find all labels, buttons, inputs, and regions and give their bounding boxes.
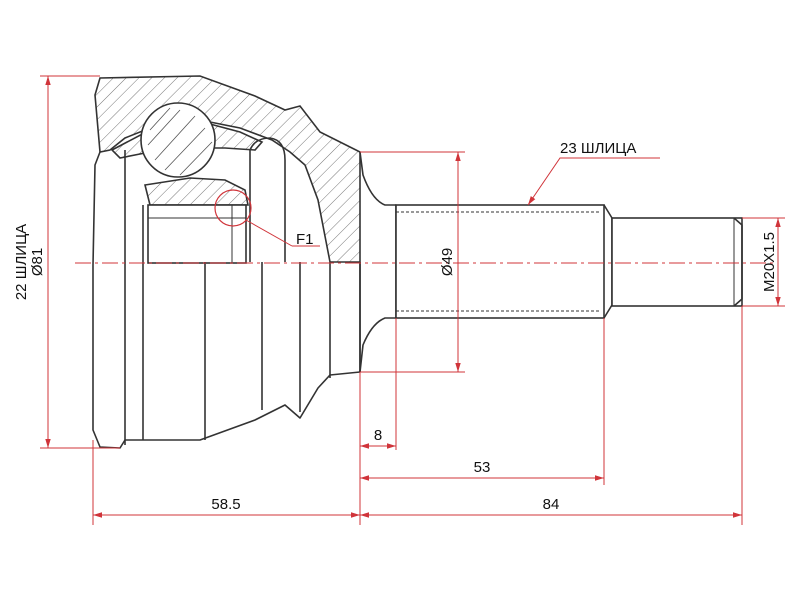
thread-label: M20X1.5 [761, 232, 778, 292]
shaft-diameter-label: Ø49 [439, 248, 456, 276]
shaft [359, 151, 743, 373]
outer-diameter-label: Ø81 [29, 248, 46, 276]
outer-splines-label: 22 ШЛИЦА [13, 224, 30, 300]
dimensions [40, 75, 785, 525]
inner-splines-label: 23 ШЛИЦА [560, 140, 636, 157]
housing-outline [92, 150, 361, 449]
length-shaft-label: 84 [543, 496, 560, 513]
length-collar-label: 8 [374, 427, 382, 444]
ball [140, 102, 216, 178]
cage [249, 137, 286, 262]
detail-circle [214, 189, 252, 227]
detail-label: F1 [296, 231, 314, 248]
length-bell-label: 58.5 [211, 496, 240, 513]
length-spline-label: 53 [474, 459, 491, 476]
